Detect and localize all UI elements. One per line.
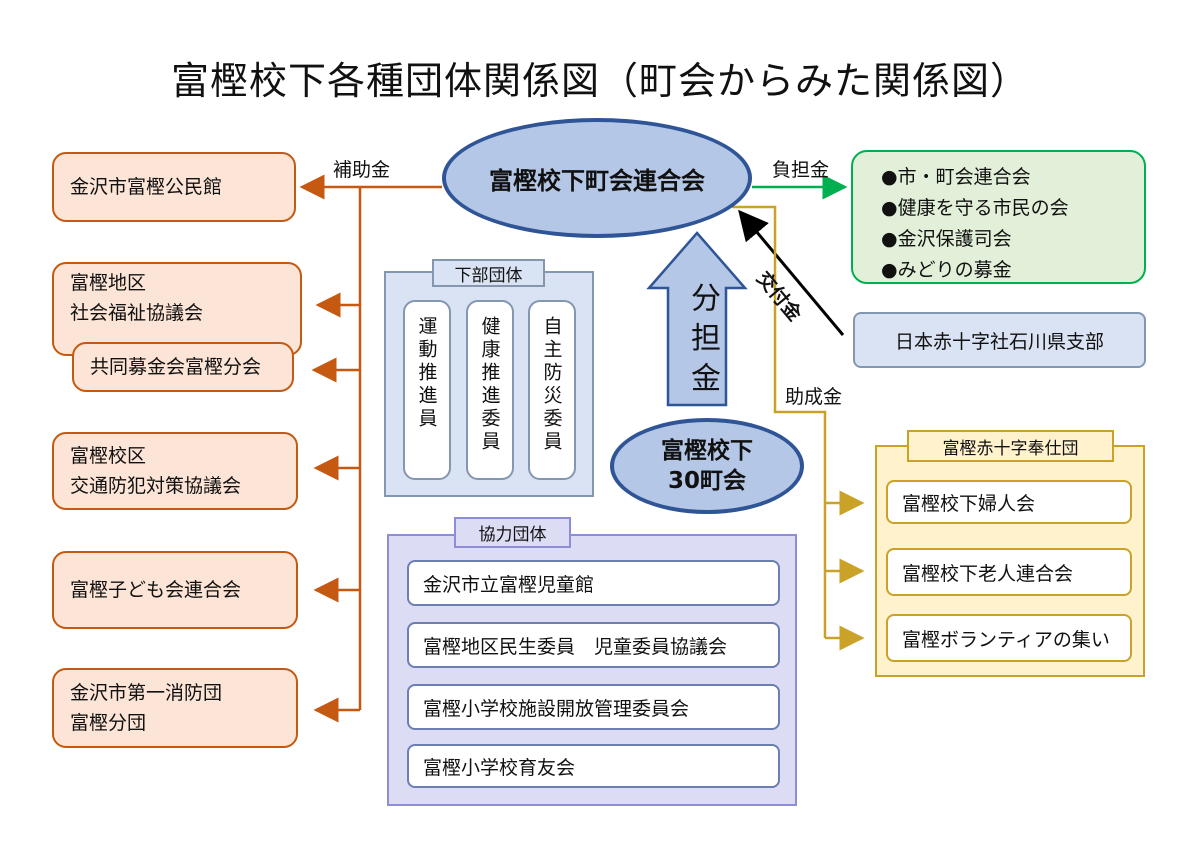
- town-council-federation: 富樫校下町会連合会: [442, 118, 752, 238]
- page-title: 富樫校下各種団体関係図（町会からみた関係図）: [170, 59, 1029, 103]
- left-org-label: 富樫子ども会連合会: [70, 579, 242, 601]
- burden-label: 負担金: [772, 159, 830, 181]
- left-org: 金沢市富樫公民館: [52, 152, 296, 222]
- sub-group-item: 健康推進委員: [466, 300, 514, 480]
- cooperating-title: 協力団体: [454, 517, 571, 548]
- subsidy-lines: [299, 174, 442, 723]
- grant-arrow: [738, 209, 845, 336]
- left-org-label: 富樫分団: [70, 712, 147, 734]
- left-org-label: 交通防犯対策協議会: [70, 475, 242, 497]
- left-org-label: 金沢市第一消防団: [70, 682, 223, 704]
- burden-target: ●金沢保護司会: [881, 228, 1012, 250]
- subsidy-label: 補助金: [333, 159, 391, 181]
- red-cross-service-item: 富樫校下老人連合会: [886, 548, 1132, 596]
- share-label: 分担金: [685, 282, 720, 402]
- sub-groups-title: 下部団体: [432, 259, 545, 287]
- red-cross-service-title: 富樫赤十字奉仕団: [907, 430, 1114, 462]
- cooperating-item: 富樫地区民生委員 児童委員協議会: [407, 622, 780, 668]
- cooperating-item: 金沢市立富樫児童館: [407, 560, 780, 606]
- left-org: 富樫校区 交通防犯対策協議会: [52, 432, 298, 510]
- left-org: 富樫子ども会連合会: [52, 551, 298, 629]
- left-org-label: 社会福祉協議会: [70, 302, 204, 324]
- burden-target: ●健康を守る市民の会: [881, 197, 1069, 219]
- red-cross-service-item: 富樫ボランティアの集い: [886, 614, 1132, 662]
- burden-target: ●みどりの募金: [881, 259, 1012, 281]
- cooperating-item: 富樫小学校育友会: [407, 744, 780, 788]
- town30-ellipse: 富樫校下 30町会: [610, 418, 804, 514]
- burden-targets-box: ●市・町会連合会 ●健康を守る市民の会 ●金沢保護司会 ●みどりの募金: [851, 150, 1146, 284]
- left-org-label: 富樫地区: [70, 272, 147, 294]
- sub-group-item: 運動推進員: [403, 300, 451, 480]
- aid-lines: [732, 205, 865, 651]
- cooperating-item: 富樫小学校施設開放管理委員会: [407, 684, 780, 730]
- red-cross-service-item: 富樫校下婦人会: [886, 480, 1132, 524]
- aid-label: 助成金: [785, 386, 843, 408]
- town30-line: 30町会: [667, 468, 746, 494]
- left-org-label: 金沢市富樫公民館: [70, 176, 223, 198]
- red-cross-branch-label: 日本赤十字社石川県支部: [894, 330, 1104, 353]
- burden-target: ●市・町会連合会: [881, 166, 1031, 188]
- left-org: 金沢市第一消防団 富樫分団: [52, 668, 298, 748]
- left-org-label: 共同募金会富樫分会: [90, 356, 262, 378]
- share-up-arrow: [646, 231, 748, 407]
- left-org: 富樫地区 社会福祉協議会: [52, 262, 302, 356]
- town30-line: 富樫校下: [661, 438, 753, 464]
- sub-group-item: 自主防災委員: [528, 300, 576, 480]
- left-org: 共同募金会富樫分会: [72, 342, 294, 392]
- red-cross-branch-box: 日本赤十字社石川県支部: [853, 312, 1146, 368]
- town-council-federation-label: 富樫校下町会連合会: [489, 166, 705, 195]
- left-org-label: 富樫校区: [70, 445, 147, 467]
